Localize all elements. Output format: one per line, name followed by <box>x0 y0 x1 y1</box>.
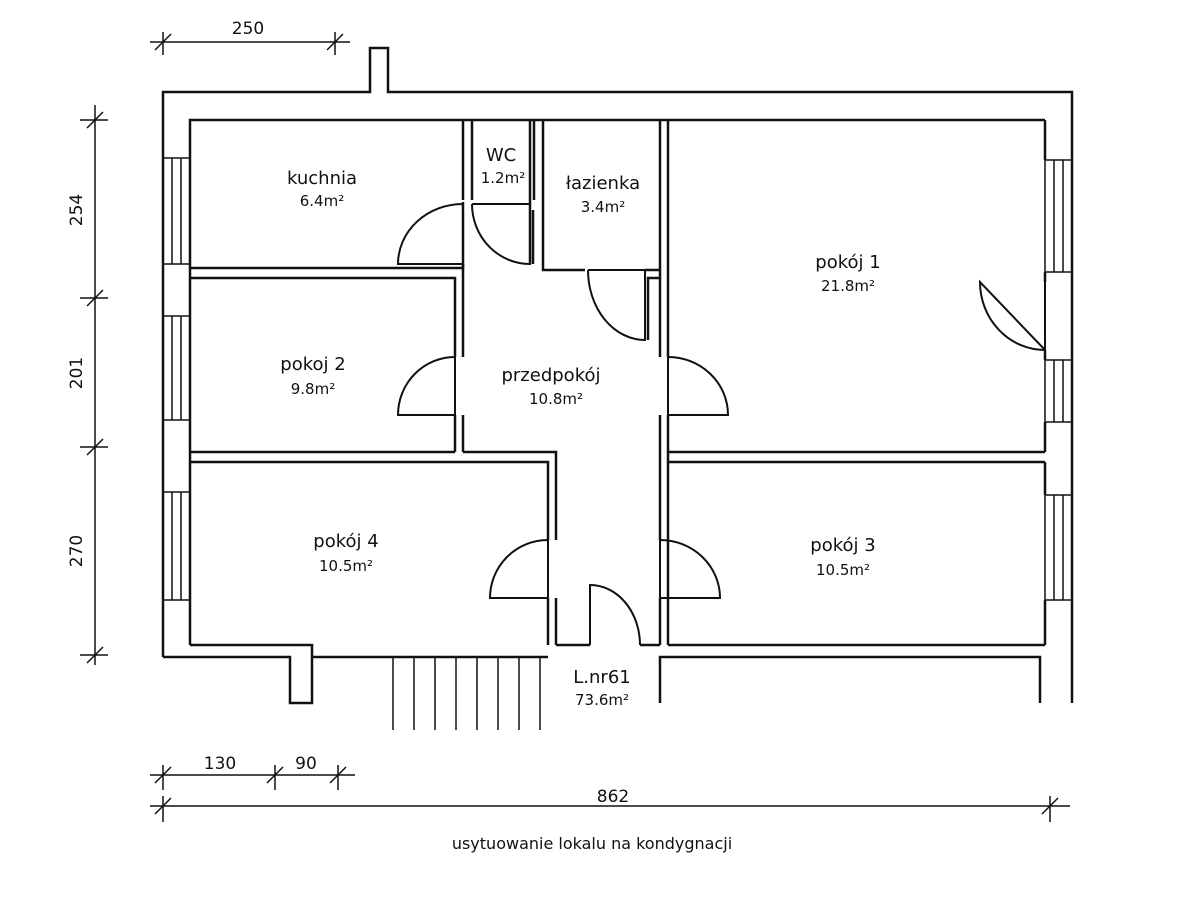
dimension-lines <box>80 32 1070 822</box>
room-area-pokoj-3: 10.5m² <box>816 561 870 579</box>
walls <box>161 46 1074 705</box>
dimension-bottom-2: 90 <box>295 754 317 774</box>
room-name-przedpokoj: przedpokój <box>501 365 600 386</box>
room-name-kuchnia: kuchnia <box>287 168 357 189</box>
room-name-pokoj-3: pokój 3 <box>810 535 875 556</box>
dimension-top: 250 <box>232 19 264 39</box>
dimension-total: 862 <box>597 787 629 807</box>
room-area-kuchnia: 6.4m² <box>300 192 344 210</box>
room-labels: kuchnia 6.4m² WC 1.2m² łazienka 3.4m² po… <box>280 145 880 709</box>
room-area-pokoj-4: 10.5m² <box>319 557 373 575</box>
room-name-pokoj-1: pokój 1 <box>815 252 880 273</box>
room-name-pokoj-2: pokoj 2 <box>280 354 345 375</box>
plan-caption: usytuowanie lokalu na kondygnacji <box>452 834 732 853</box>
unit-number: L.nr61 <box>573 667 630 688</box>
dimension-left-2: 201 <box>67 357 87 389</box>
windows <box>162 157 1073 730</box>
room-area-pokoj-2: 9.8m² <box>291 380 335 398</box>
dimension-bottom-1: 130 <box>204 754 236 774</box>
room-name-wc: WC <box>486 145 516 166</box>
unit-area: 73.6m² <box>575 691 629 709</box>
room-area-wc: 1.2m² <box>481 169 525 187</box>
room-area-pokoj-1: 21.8m² <box>821 277 875 295</box>
room-name-lazienka: łazienka <box>566 173 640 194</box>
room-area-przedpokoj: 10.8m² <box>529 390 583 408</box>
dimension-labels: 250 254 201 270 130 90 862 <box>67 19 629 807</box>
dimension-left-3: 270 <box>67 535 87 567</box>
room-name-pokoj-4: pokój 4 <box>313 531 378 552</box>
dimension-left-1: 254 <box>67 194 87 226</box>
room-area-lazienka: 3.4m² <box>581 198 625 216</box>
doors <box>396 203 1046 646</box>
